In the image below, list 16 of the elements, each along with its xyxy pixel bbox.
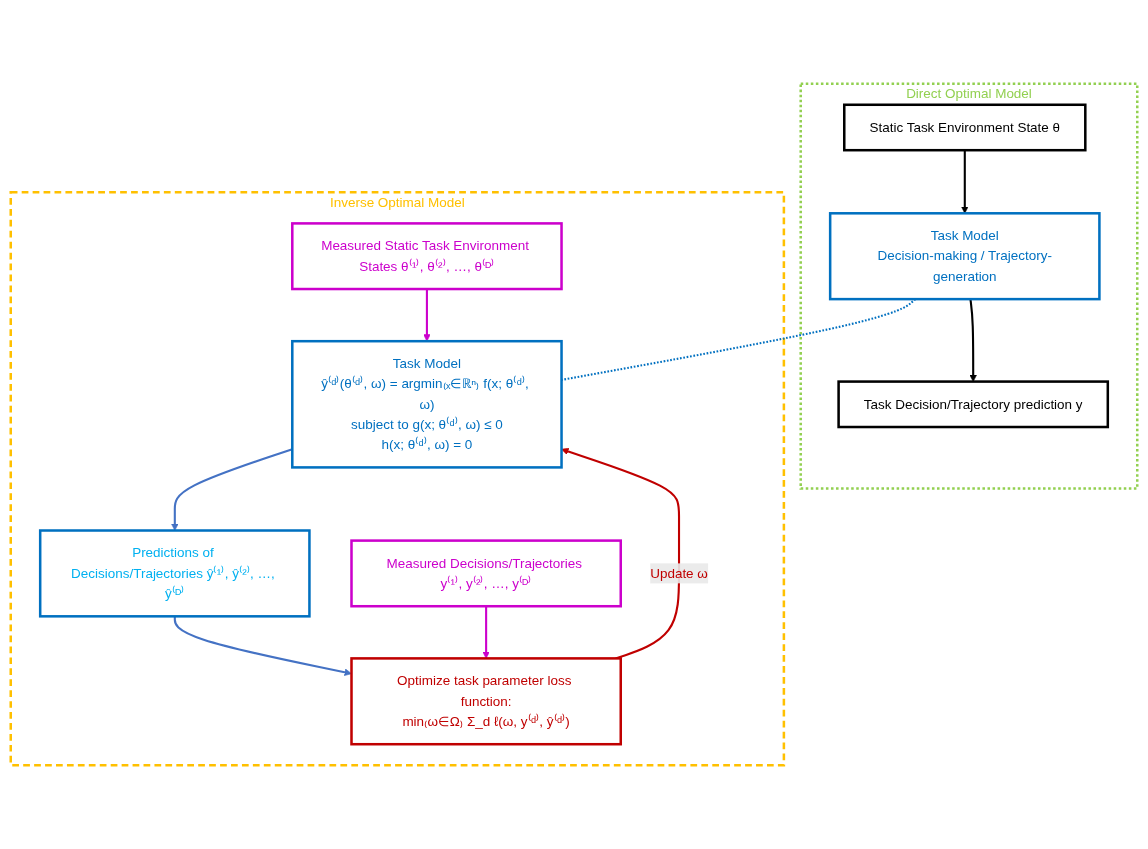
edge-label: Update ω — [650, 565, 708, 581]
node-box: Task Decision/Trajectory prediction y — [837, 380, 1110, 429]
arrow — [482, 606, 490, 659]
arrow — [561, 447, 681, 660]
node-box: Task Model ŷ⁽ᵈ⁾(θ⁽ᵈ⁾, ω) = argmin₍ₓ∈ℝⁿ₎ f(x; θ⁽ᵈ⁾, ω) subject to g(x; θ⁽ᵈ⁾, ω) ≤ 0 h(x; θ⁽ᵈ⁾, ω) = 0 — [291, 339, 563, 469]
arrow — [969, 299, 977, 382]
node-box: Measured Static Task Environment States θ⁽¹⁾, θ⁽²⁾, …, θ⁽ᴰ⁾ — [291, 222, 563, 291]
node-box: Task Model Decision-making / Trajectory-generation — [828, 212, 1101, 301]
arrow — [173, 616, 352, 676]
node-box: Measured Decisions/Trajectories y⁽¹⁾, y⁽²⁾, …, y⁽ᴰ⁾ — [350, 539, 622, 608]
node-box: Static Task Environment State θ — [843, 103, 1087, 152]
arrow — [423, 289, 431, 342]
node-box: Predictions of Decisions/Trajectories ŷ⁽¹⁾, ŷ⁽²⁾, …, ŷ⁽ᴰ⁾ — [38, 529, 311, 618]
node-box: Optimize task parameter loss function: min₍ω∈Ω₎ Σ_d ℓ(ω, y⁽ᵈ⁾, ŷ⁽ᵈ⁾) — [350, 657, 622, 746]
arrow — [961, 150, 969, 214]
arrow — [171, 448, 293, 531]
